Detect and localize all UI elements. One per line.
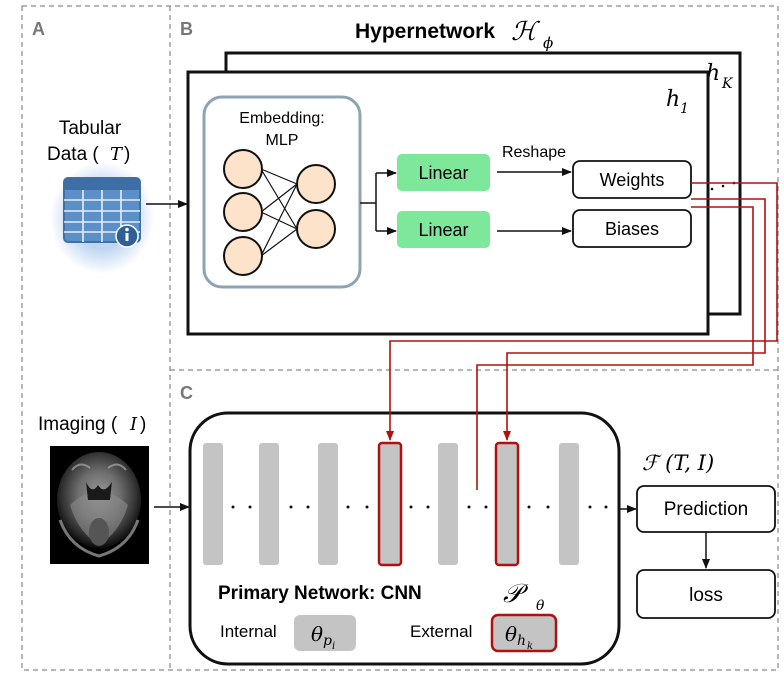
weights-to-layer-link-2	[503, 198, 766, 441]
linear-box-top	[397, 154, 490, 191]
mlp-neurons	[223, 149, 336, 276]
internal-theta: θ	[311, 622, 323, 646]
cnn-layer-internal	[203, 443, 223, 565]
neuron	[296, 164, 336, 204]
external-theta: θ	[505, 622, 517, 646]
external-label: External	[410, 622, 472, 641]
imaging-input: Imaging ( I )	[38, 414, 149, 564]
embedding-label-line2: MLP	[266, 132, 299, 149]
embedding-label-line1: Embedding:	[239, 110, 324, 127]
panel-c-label: C	[180, 383, 193, 403]
internal-sub: p	[323, 633, 332, 649]
neuron	[296, 209, 336, 249]
cnn-layer-external	[377, 441, 403, 567]
hypernetwork-title: Hypernetwork ℋ ϕ	[355, 17, 553, 52]
external-weight-links	[386, 182, 778, 490]
hypernetwork-symbol: ℋ	[511, 17, 541, 47]
weights-box	[572, 160, 692, 199]
primary-network-symbol-sub: θ	[536, 598, 545, 614]
linear-box-bottom	[397, 211, 490, 248]
cnn-layer-internal	[438, 443, 458, 565]
linear-bottom-label: Linear	[418, 220, 468, 240]
tabular-label-line2: Data (	[47, 144, 99, 165]
hypernetwork-symbol-sub: ϕ	[543, 34, 553, 52]
biases-box	[572, 209, 692, 248]
outer-panel-border	[21, 5, 779, 671]
tabular-data-input: Tabular Data ( T )	[47, 118, 154, 274]
panel-borders	[21, 5, 779, 671]
embedding-fork	[360, 169, 397, 235]
cnn-layer-external	[494, 441, 520, 567]
panel-b-label: B	[180, 19, 193, 39]
mlp-connections	[260, 168, 298, 257]
loss-box	[636, 569, 776, 619]
imaging-var: I	[129, 414, 138, 435]
output-function-label: ℱ (T, I)	[642, 451, 714, 475]
weights-to-layer-link-1	[386, 182, 778, 441]
internal-theta-box	[294, 615, 356, 651]
cnn-dots	[231, 505, 608, 509]
biases-to-layer-link	[476, 206, 754, 490]
neuron	[223, 192, 263, 232]
linear-top-label: Linear	[418, 163, 468, 183]
imaging-close: )	[140, 414, 146, 435]
hypernetwork-back-label: h	[706, 61, 720, 86]
primary-network-title: Primary Network: CNN	[218, 583, 422, 604]
hypernetwork-front-label: h	[666, 87, 680, 112]
neuron	[223, 149, 263, 189]
prediction-label: Prediction	[664, 499, 749, 520]
output-section: ℱ (T, I) Prediction loss	[619, 451, 776, 619]
hypernetwork-front-sub: 1	[680, 101, 689, 117]
cnn-layer-internal	[559, 443, 579, 565]
cnn-layer-internal	[259, 443, 279, 565]
external-subsub: k	[527, 641, 533, 652]
hypernetwork-back-sub: K	[721, 76, 734, 92]
panel-a-label: A	[32, 19, 45, 39]
weights-label: Weights	[600, 170, 665, 190]
cnn-layers	[203, 441, 579, 567]
imaging-label: Imaging (	[38, 414, 118, 435]
external-sub: h	[517, 633, 526, 649]
biases-label: Biases	[605, 219, 659, 239]
neuron	[223, 236, 263, 276]
external-theta-box	[490, 613, 558, 653]
cnn-layer-internal	[318, 443, 338, 565]
table-icon	[50, 162, 154, 274]
internal-label: Internal	[220, 622, 277, 641]
tabular-close: )	[124, 144, 130, 165]
brain-mri-image	[50, 446, 149, 564]
hypernetwork-title-text: Hypernetwork	[355, 20, 495, 43]
loss-label: loss	[689, 585, 723, 606]
internal-subsub: i	[332, 641, 335, 652]
reshape-label: Reshape	[502, 144, 566, 161]
tabular-var: T	[110, 144, 124, 165]
tabular-label-line1: Tabular	[59, 118, 122, 139]
